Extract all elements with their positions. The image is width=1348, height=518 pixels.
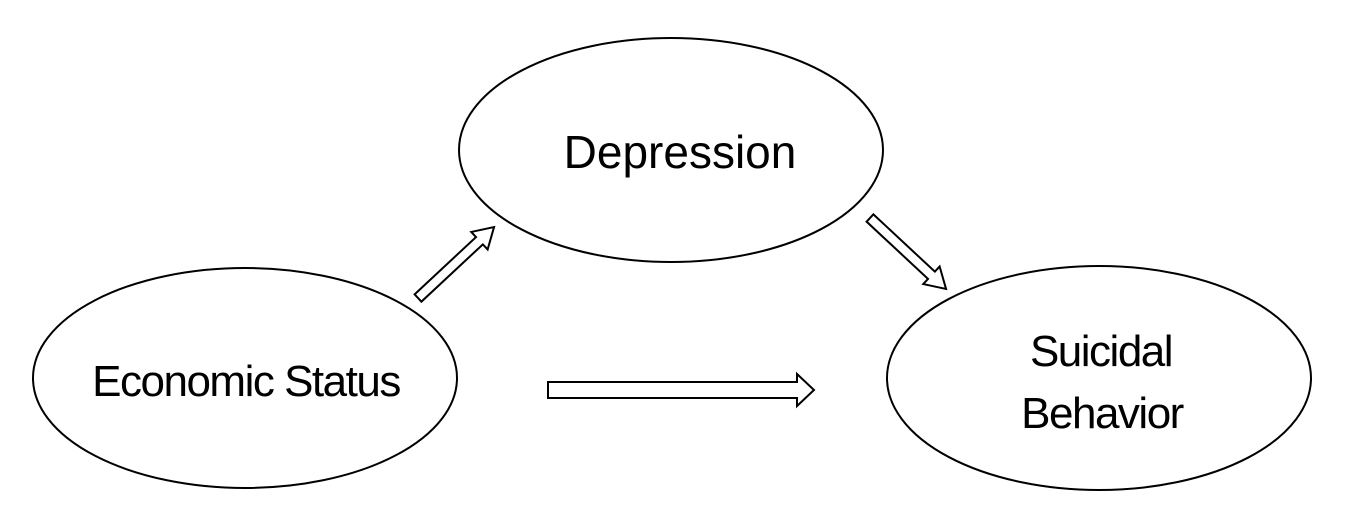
node-economic-status: Economic Status <box>32 267 458 489</box>
depression-label: Depression <box>564 126 797 178</box>
depression-ellipse <box>458 37 884 263</box>
arrow-economic-to-depression <box>413 225 496 304</box>
arrow-economic-to-suicidal <box>547 371 816 409</box>
suicidal-behavior-label-line1: Suicidal <box>1030 327 1172 376</box>
arrow-depression-to-suicidal-shape <box>865 212 948 291</box>
node-depression: Depression <box>458 37 884 263</box>
economic-status-label: Economic Status <box>92 357 400 406</box>
suicidal-behavior-ellipse <box>886 265 1312 491</box>
node-suicidal-behavior: Suicidal Behavior <box>886 265 1312 491</box>
suicidal-behavior-label-line2: Behavior <box>1021 389 1184 438</box>
economic-status-ellipse <box>32 267 458 489</box>
arrow-depression-to-suicidal <box>865 212 948 291</box>
arrow-economic-to-depression-shape <box>413 225 496 304</box>
arrow-economic-to-suicidal-shape <box>547 371 816 409</box>
